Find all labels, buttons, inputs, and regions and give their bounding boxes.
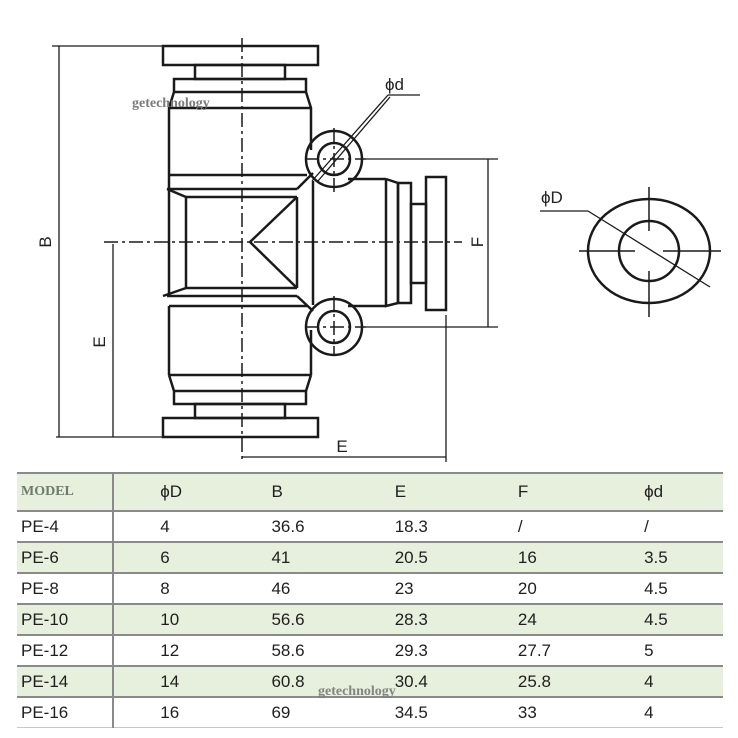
bottom-release-collar — [161, 416, 320, 439]
top-collar-neck — [193, 63, 287, 81]
cell-model: PE-14 — [17, 666, 115, 698]
cell-phi-d: 4 — [644, 697, 723, 728]
cell-phi-D: 8 — [113, 573, 272, 605]
cell-phi-D: 4 — [113, 511, 272, 543]
header-F: F — [517, 472, 645, 512]
body-right-top — [304, 91, 313, 150]
table-row: PE-8 8 46 23 20 4.5 — [17, 573, 723, 605]
phi-d-label: ϕd — [385, 75, 404, 94]
table-row: PE-16 16 69 34.5 33 4 — [17, 697, 723, 728]
cell-E: 20.5 — [394, 542, 518, 574]
cell-E: 18.3 — [394, 511, 518, 543]
right-release-collar — [424, 175, 448, 312]
cell-model: PE-16 — [17, 697, 115, 728]
dimension-E-vertical-label: E — [90, 336, 109, 347]
cell-model: PE-8 — [17, 573, 115, 605]
cell-phi-D: 10 — [113, 604, 272, 636]
cell-phi-d: 4.5 — [644, 573, 723, 605]
cell-phi-d: 4 — [644, 666, 723, 698]
technical-drawing: ϕd ϕD B E F E getechnology — [36, 38, 721, 462]
cell-B: 58.6 — [271, 635, 395, 667]
right-collet-ring — [396, 181, 413, 305]
cell-phi-d: 5 — [644, 635, 723, 667]
cell-F: 20 — [517, 573, 645, 605]
body-bottom — [167, 374, 313, 406]
end-view — [579, 187, 721, 317]
header-E: E — [394, 472, 518, 512]
cell-phi-D: 14 — [113, 666, 272, 698]
cell-F: 25.8 — [517, 666, 645, 698]
specification-table: MODEL ϕD B E F ϕd PE-4 4 36.6 18.3 / / P… — [17, 472, 723, 728]
cell-model: PE-12 — [17, 635, 115, 667]
dimension-lines — [52, 45, 711, 462]
cell-F: 24 — [517, 604, 645, 636]
cell-F: 33 — [517, 697, 645, 728]
cell-B: 60.8 — [271, 666, 395, 698]
table-header-row: MODEL ϕD B E F ϕd — [17, 472, 723, 512]
table-row: PE-10 10 56.6 28.3 24 4.5 — [17, 604, 723, 636]
dimension-E-horizontal-label: E — [336, 437, 347, 456]
cell-E: 34.5 — [394, 697, 518, 728]
cell-E: 29.3 — [394, 635, 518, 667]
phi-D-label: ϕD — [541, 188, 563, 207]
watermark: getechnology — [132, 96, 210, 111]
top-collet — [172, 77, 308, 94]
table-row: PE-6 6 41 20.5 16 3.5 — [17, 542, 723, 574]
cell-model: PE-4 — [17, 511, 115, 543]
cell-phi-d: 3.5 — [644, 542, 723, 574]
cell-phi-D: 6 — [113, 542, 272, 574]
cell-E: 23 — [394, 573, 518, 605]
header-B: B — [271, 472, 395, 512]
cell-B: 46 — [271, 573, 395, 605]
cell-phi-D: 16 — [113, 697, 272, 728]
cell-F: / — [517, 511, 645, 543]
dimension-B-label: B — [36, 236, 55, 247]
cell-B: 56.6 — [271, 604, 395, 636]
cell-B: 69 — [271, 697, 395, 728]
cell-F: 27.7 — [517, 635, 645, 667]
top-release-collar — [161, 44, 320, 67]
cell-model: PE-10 — [17, 604, 115, 636]
center-lines — [104, 38, 462, 462]
cell-F: 16 — [517, 542, 645, 574]
right-collar-neck — [409, 202, 428, 285]
cell-E: 28.3 — [394, 604, 518, 636]
cell-phi-d: / — [644, 511, 723, 543]
cell-E: 30.4 — [394, 666, 518, 698]
bottom-collar-neck — [193, 402, 287, 420]
header-phi-d: ϕd — [644, 472, 723, 512]
header-model: MODEL — [17, 472, 115, 512]
table-row: PE-14 14 60.8 30.4 25.8 4 — [17, 666, 723, 698]
table-row: PE-4 4 36.6 18.3 / / — [17, 511, 723, 543]
cell-phi-D: 12 — [113, 635, 272, 667]
dimension-F-label: F — [468, 237, 487, 247]
table-watermark: getechnology — [318, 684, 396, 699]
cell-B: 41 — [271, 542, 395, 574]
cell-model: PE-6 — [17, 542, 115, 574]
cell-B: 36.6 — [271, 511, 395, 543]
header-phi-D: ϕD — [113, 472, 272, 512]
table-row: PE-12 12 58.6 29.3 27.7 5 — [17, 635, 723, 667]
cell-phi-d: 4.5 — [644, 604, 723, 636]
